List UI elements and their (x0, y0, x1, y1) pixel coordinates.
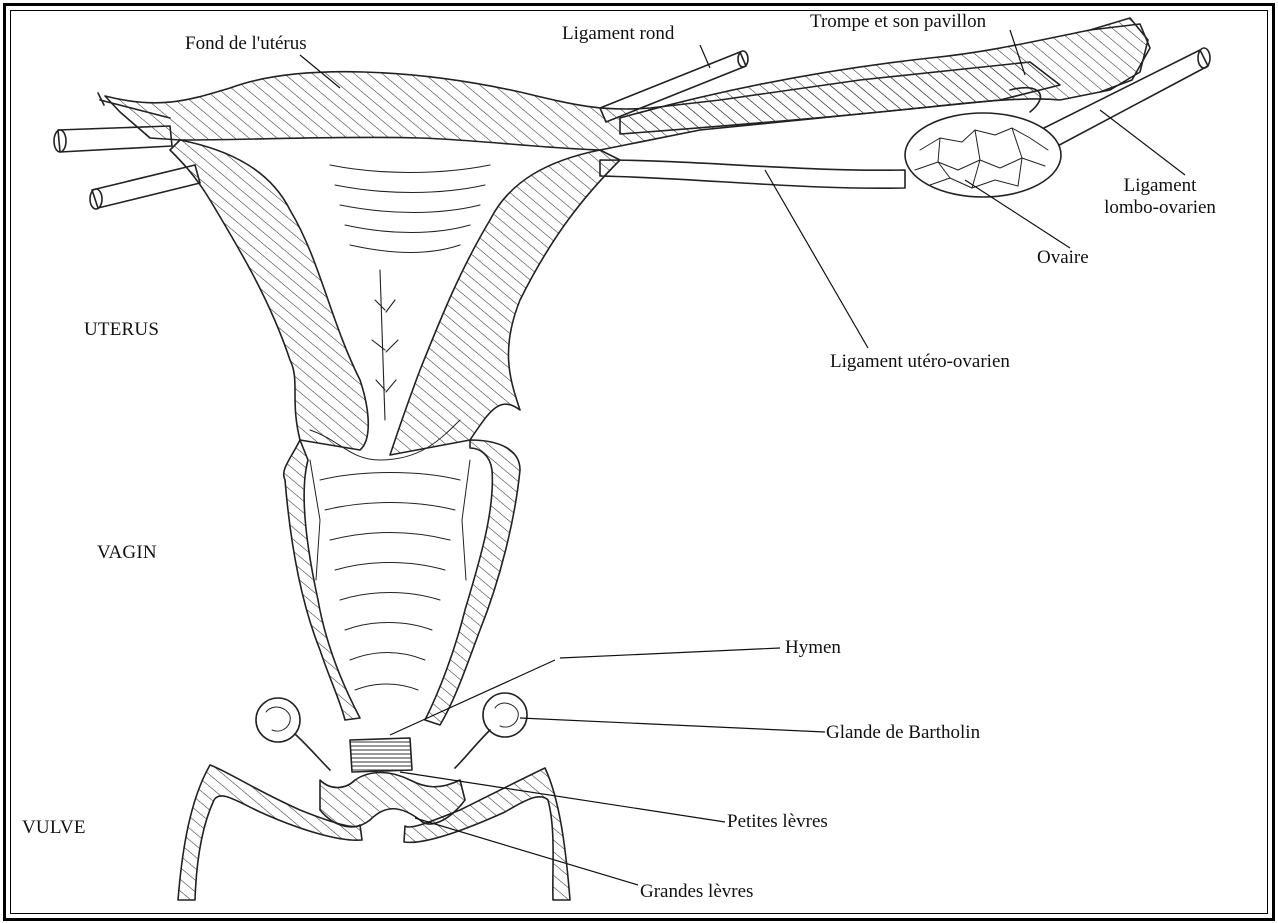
ovaire-shape (905, 113, 1061, 197)
leader-ligament-rond (700, 45, 710, 68)
label-petites-levres: Petites lèvres (727, 812, 828, 831)
label-ligament-lombo-2: lombo-ovarien (1080, 198, 1240, 217)
leader-hymen (390, 660, 555, 735)
vagin-folds (310, 420, 470, 690)
leader-ligament-utero-ovarien (765, 170, 868, 348)
uterus-wall-right (390, 150, 620, 455)
uterus-wall-left (170, 140, 368, 450)
grandes-levres-left (178, 765, 362, 900)
label-trompe: Trompe et son pavillon (810, 12, 986, 31)
leader-bartholin (520, 718, 825, 732)
section-vulve: VULVE (22, 818, 86, 837)
label-ligament-lombo-1: Ligament (1095, 176, 1225, 195)
section-vagin: VAGIN (97, 543, 157, 562)
vagin-wall-left (284, 440, 360, 720)
ligament-utero-ovarien-tube (600, 160, 905, 188)
hymen-shape (350, 738, 412, 772)
leader-hymen-2 (560, 648, 780, 658)
label-ligament-utero-ovarien: Ligament utéro-ovarien (830, 352, 1010, 371)
label-glande-bartholin: Glande de Bartholin (826, 723, 980, 742)
leader-ligament-lombo (1100, 110, 1185, 175)
label-fond-uterus: Fond de l'utérus (185, 34, 307, 53)
label-grandes-levres: Grandes lèvres (640, 882, 753, 901)
section-uterus: UTERUS (84, 320, 159, 339)
leader-grandes-levres (415, 818, 638, 885)
label-hymen: Hymen (785, 638, 841, 657)
label-ovaire: Ovaire (1037, 248, 1089, 267)
label-ligament-rond: Ligament rond (562, 24, 674, 43)
